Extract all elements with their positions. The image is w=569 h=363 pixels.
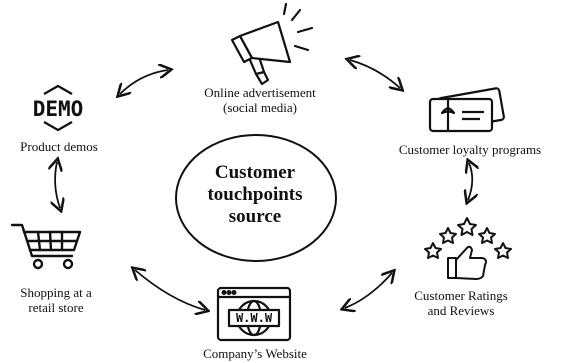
center-title-line3: source — [228, 206, 282, 227]
arrow-loyalty-to-ratings — [468, 163, 472, 200]
center-circle — [175, 134, 337, 262]
megaphone-icon — [230, 2, 314, 86]
stars-thumbs-up-icon — [424, 217, 512, 280]
node-label-website-line1: Company’s Website — [203, 346, 307, 361]
arrow-shopping-to-demos — [55, 162, 60, 208]
node-label-loyalty: Customer loyalty programs — [372, 142, 568, 157]
gift-card-icon — [428, 87, 505, 133]
node-label-ratings: Customer Ratings and Reviews — [396, 288, 526, 318]
center-title: Customer touchpoints source — [180, 162, 330, 228]
center-title-line2: touchpoints — [207, 184, 303, 205]
arrow-ad-to-loyalty — [350, 60, 400, 88]
node-label-website: Company’s Website — [190, 346, 320, 361]
center-title-line1: Customer — [214, 162, 296, 183]
node-label-loyalty-line1: Customer loyalty programs — [398, 142, 542, 157]
node-label-demos: Product demos — [0, 139, 118, 154]
website-icon-www-text: W.W.W — [236, 311, 273, 325]
node-label-online-ad-line1: Online advertisement — [204, 85, 316, 100]
node-label-demos-line1: Product demos — [20, 139, 98, 154]
node-label-shopping: Shopping at a retail store — [0, 285, 112, 315]
shopping-cart-icon — [10, 223, 82, 270]
arrow-website-to-shopping — [135, 270, 205, 310]
arrow-demos-to-ad — [120, 70, 168, 94]
node-label-ratings-line1: Customer Ratings — [414, 288, 508, 303]
website-icon: W.W.W — [216, 286, 292, 342]
demo-badge-text: DEMO — [33, 97, 84, 121]
arrow-ratings-to-website — [345, 273, 392, 308]
node-label-online-ad: Online advertisement (social media) — [180, 85, 340, 115]
node-label-ratings-line2: and Reviews — [427, 303, 495, 318]
node-label-shopping-line2: retail store — [28, 300, 84, 315]
node-label-shopping-line1: Shopping at a — [20, 285, 92, 300]
node-label-online-ad-line2: (social media) — [223, 100, 297, 115]
demo-badge-icon: DEMO — [33, 84, 84, 132]
